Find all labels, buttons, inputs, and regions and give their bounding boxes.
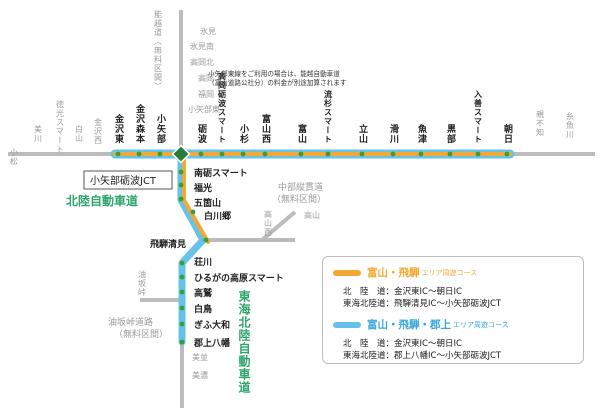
south-station-dot bbox=[203, 237, 209, 243]
south-station-dot bbox=[178, 169, 184, 175]
takayama-branch-road bbox=[260, 210, 297, 242]
legend-box: 富山・飛騨 エリア周遊コース 北 陸 道：金沢東IC～朝日IC 東海北陸道：飛騨… bbox=[322, 256, 584, 364]
tokai-expressway-label: 東海北陸自動車道 bbox=[237, 289, 251, 394]
legend-orange-line-1: 北 陸 道：金沢東IC～朝日IC bbox=[343, 287, 462, 297]
top-station-label: 黒部 bbox=[445, 124, 456, 144]
top-station-label: 朝日 bbox=[502, 123, 513, 144]
legend-orange-header: 富山・飛騨 エリア周遊コース bbox=[333, 265, 477, 280]
label-mino: 美並 bbox=[192, 352, 208, 362]
legend-orange-line-2: 東海北陸道：飛騨清見IC～小矢部砺波JCT bbox=[343, 299, 502, 309]
aburasaka-road-label: 油坂峠道路 bbox=[108, 316, 153, 328]
top-station-dot bbox=[504, 151, 510, 157]
label-minoh: 美濃 bbox=[192, 370, 208, 380]
top-station-dot bbox=[157, 151, 163, 157]
label-takayama-nishi: 高山西 bbox=[264, 209, 273, 237]
label-komatsu: 小松 bbox=[10, 148, 19, 166]
legend-blue-sub: エリア周遊コース bbox=[453, 320, 509, 329]
label-shiramatsu: 白山 bbox=[75, 124, 84, 143]
top-station-label: 富山 bbox=[296, 123, 307, 144]
top-station-label: 小杉 bbox=[238, 123, 250, 144]
south-station-label: 荘川 bbox=[194, 256, 212, 268]
label-takaoka-hokuto: 高岡北 bbox=[190, 57, 214, 67]
top-station-dot bbox=[447, 151, 453, 157]
hokuriku-expressway-label: 北陸自動車道 bbox=[66, 193, 138, 208]
top-station-label: 小矢部 bbox=[155, 113, 167, 144]
south-station-dot bbox=[178, 196, 184, 202]
south-station-dot bbox=[178, 182, 184, 188]
south-station-dot bbox=[179, 260, 185, 266]
top-station-dot bbox=[298, 151, 304, 157]
legend-blue-title: 富山・飛騨・郡上 bbox=[367, 319, 451, 331]
label-oyashirazu: 親不知 bbox=[536, 109, 545, 137]
label-mikawa: 美川 bbox=[34, 124, 43, 143]
label-aburasaka-pass: 油坂峠 bbox=[138, 269, 147, 297]
top-station-label: 高岡砺波スマート bbox=[217, 71, 227, 144]
junction-label: 小矢部砺波JCT bbox=[90, 174, 157, 187]
top-station-dot bbox=[359, 151, 365, 157]
top-station-label: 富山西 bbox=[260, 113, 271, 144]
top-station-label: 金沢東 bbox=[113, 113, 125, 144]
south-station-dot bbox=[179, 339, 185, 345]
legend-orange-swatch bbox=[333, 269, 361, 276]
south-station-dot bbox=[179, 274, 185, 280]
label-kanazawa-nishi: 金沢西 bbox=[94, 117, 103, 145]
chubu-free-label: （無料区間） bbox=[272, 193, 326, 205]
top-station-label: 立山 bbox=[357, 123, 368, 144]
south-station-dot bbox=[179, 289, 185, 295]
top-station-dot bbox=[198, 151, 204, 157]
top-station-dot bbox=[115, 151, 121, 157]
label-itoigawa: 糸魚川 bbox=[566, 111, 575, 139]
label-hakusan-smart: 徳光スマート bbox=[56, 99, 65, 154]
label-noetsu-road: 能越道（無料区間） bbox=[154, 9, 163, 91]
south-station-label: 白鳥 bbox=[194, 303, 212, 315]
top-station-dot bbox=[325, 151, 331, 157]
south-station-label: ひるがの高原スマート bbox=[194, 272, 284, 284]
toll-note: 小矢部東線をご利用の場合は、能越自動車道（富山道路公社分）の料金が別途加算されま… bbox=[208, 70, 347, 87]
top-station-dot bbox=[418, 151, 424, 157]
top-station-label: 魚津 bbox=[416, 123, 427, 144]
top-station-dot bbox=[262, 151, 268, 157]
legend-blue-line-2: 東海北陸道：郡上八幡IC～小矢部砺波JCT bbox=[343, 351, 502, 361]
legend-orange-sub: エリア周遊コース bbox=[421, 268, 478, 277]
top-station-label: 砺波 bbox=[196, 124, 207, 144]
junction-label-box bbox=[83, 170, 173, 190]
label-takayama: 高山 bbox=[304, 210, 320, 220]
south-station-label: ぎふ大和 bbox=[194, 319, 230, 331]
top-station-dot bbox=[219, 151, 225, 157]
top-station-label: 入善スマート bbox=[474, 90, 483, 144]
aburasaka-free-label: （無料区間） bbox=[114, 328, 168, 340]
junction-marker bbox=[171, 144, 191, 164]
label-himi: 氷見 bbox=[200, 26, 216, 36]
south-station-label: 五箇山 bbox=[194, 197, 221, 209]
legend-blue-swatch bbox=[333, 321, 361, 328]
south-station-dot bbox=[179, 305, 185, 311]
legend-blue-line-1: 北 陸 道：金沢東IC～朝日IC bbox=[343, 339, 462, 349]
label-himi-minami: 氷見南 bbox=[190, 41, 214, 51]
south-station-dot bbox=[190, 209, 196, 215]
south-station-dot bbox=[179, 321, 185, 327]
top-station-label: 流杉スマート bbox=[324, 89, 333, 144]
top-station-label: 金沢森本 bbox=[134, 103, 146, 144]
south-station-label: 南砺スマート bbox=[194, 167, 248, 179]
south-station-label: 高鷲 bbox=[194, 287, 212, 299]
south-station-label: 飛騨清見 bbox=[149, 238, 186, 250]
top-station-dot bbox=[475, 151, 481, 157]
top-station-dot bbox=[240, 151, 246, 157]
legend-orange-title: 富山・飛騨 bbox=[367, 267, 420, 279]
legend-blue-header: 富山・飛騨・郡上 エリア周遊コース bbox=[333, 317, 509, 332]
south-station-label: 福光 bbox=[193, 182, 212, 194]
label-takaoka: 高岡 bbox=[198, 73, 214, 83]
chubu-road-label: 中部縦貫道 bbox=[278, 181, 323, 193]
top-station-dot bbox=[390, 151, 396, 157]
label-oyabe-higashi: 小矢部東 bbox=[188, 104, 220, 114]
orange-route-south bbox=[182, 152, 210, 244]
south-station-label: 白川郷 bbox=[204, 210, 231, 222]
south-station-label: 郡上八幡 bbox=[193, 337, 231, 349]
top-station-label: 滑川 bbox=[388, 123, 400, 144]
top-station-dot bbox=[136, 151, 142, 157]
label-fukuoka: 福岡 bbox=[198, 90, 214, 99]
